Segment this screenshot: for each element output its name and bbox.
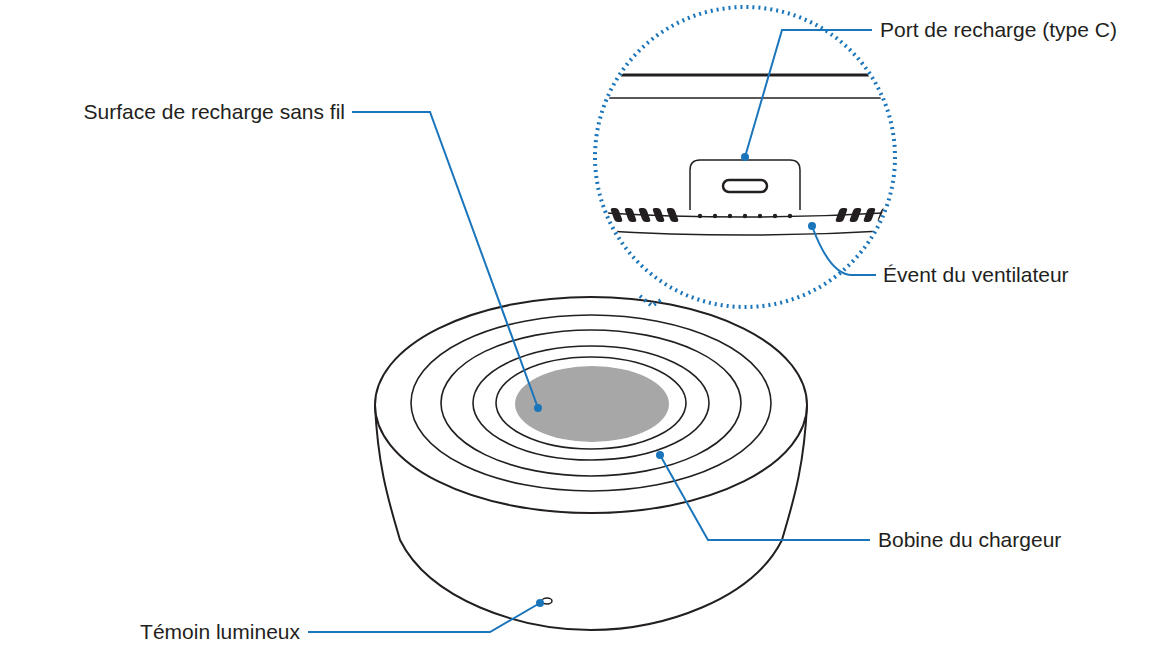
leader-lines	[308, 30, 876, 632]
zoom-pointer	[640, 296, 664, 306]
charger-body	[375, 297, 807, 630]
leader-dots	[534, 153, 816, 607]
part-label: Bobine du chargeur	[878, 528, 1061, 552]
part-label: Surface de recharge sans fil	[84, 100, 345, 124]
part-label: Témoin lumineux	[140, 620, 300, 644]
charging-rings	[411, 315, 771, 491]
part-label: Évent du ventilateur	[883, 263, 1069, 287]
charger-coil	[515, 366, 669, 442]
zoom-circle	[595, 7, 895, 307]
part-label: Port de recharge (type C)	[880, 18, 1117, 42]
zoom-detail	[590, 75, 904, 235]
